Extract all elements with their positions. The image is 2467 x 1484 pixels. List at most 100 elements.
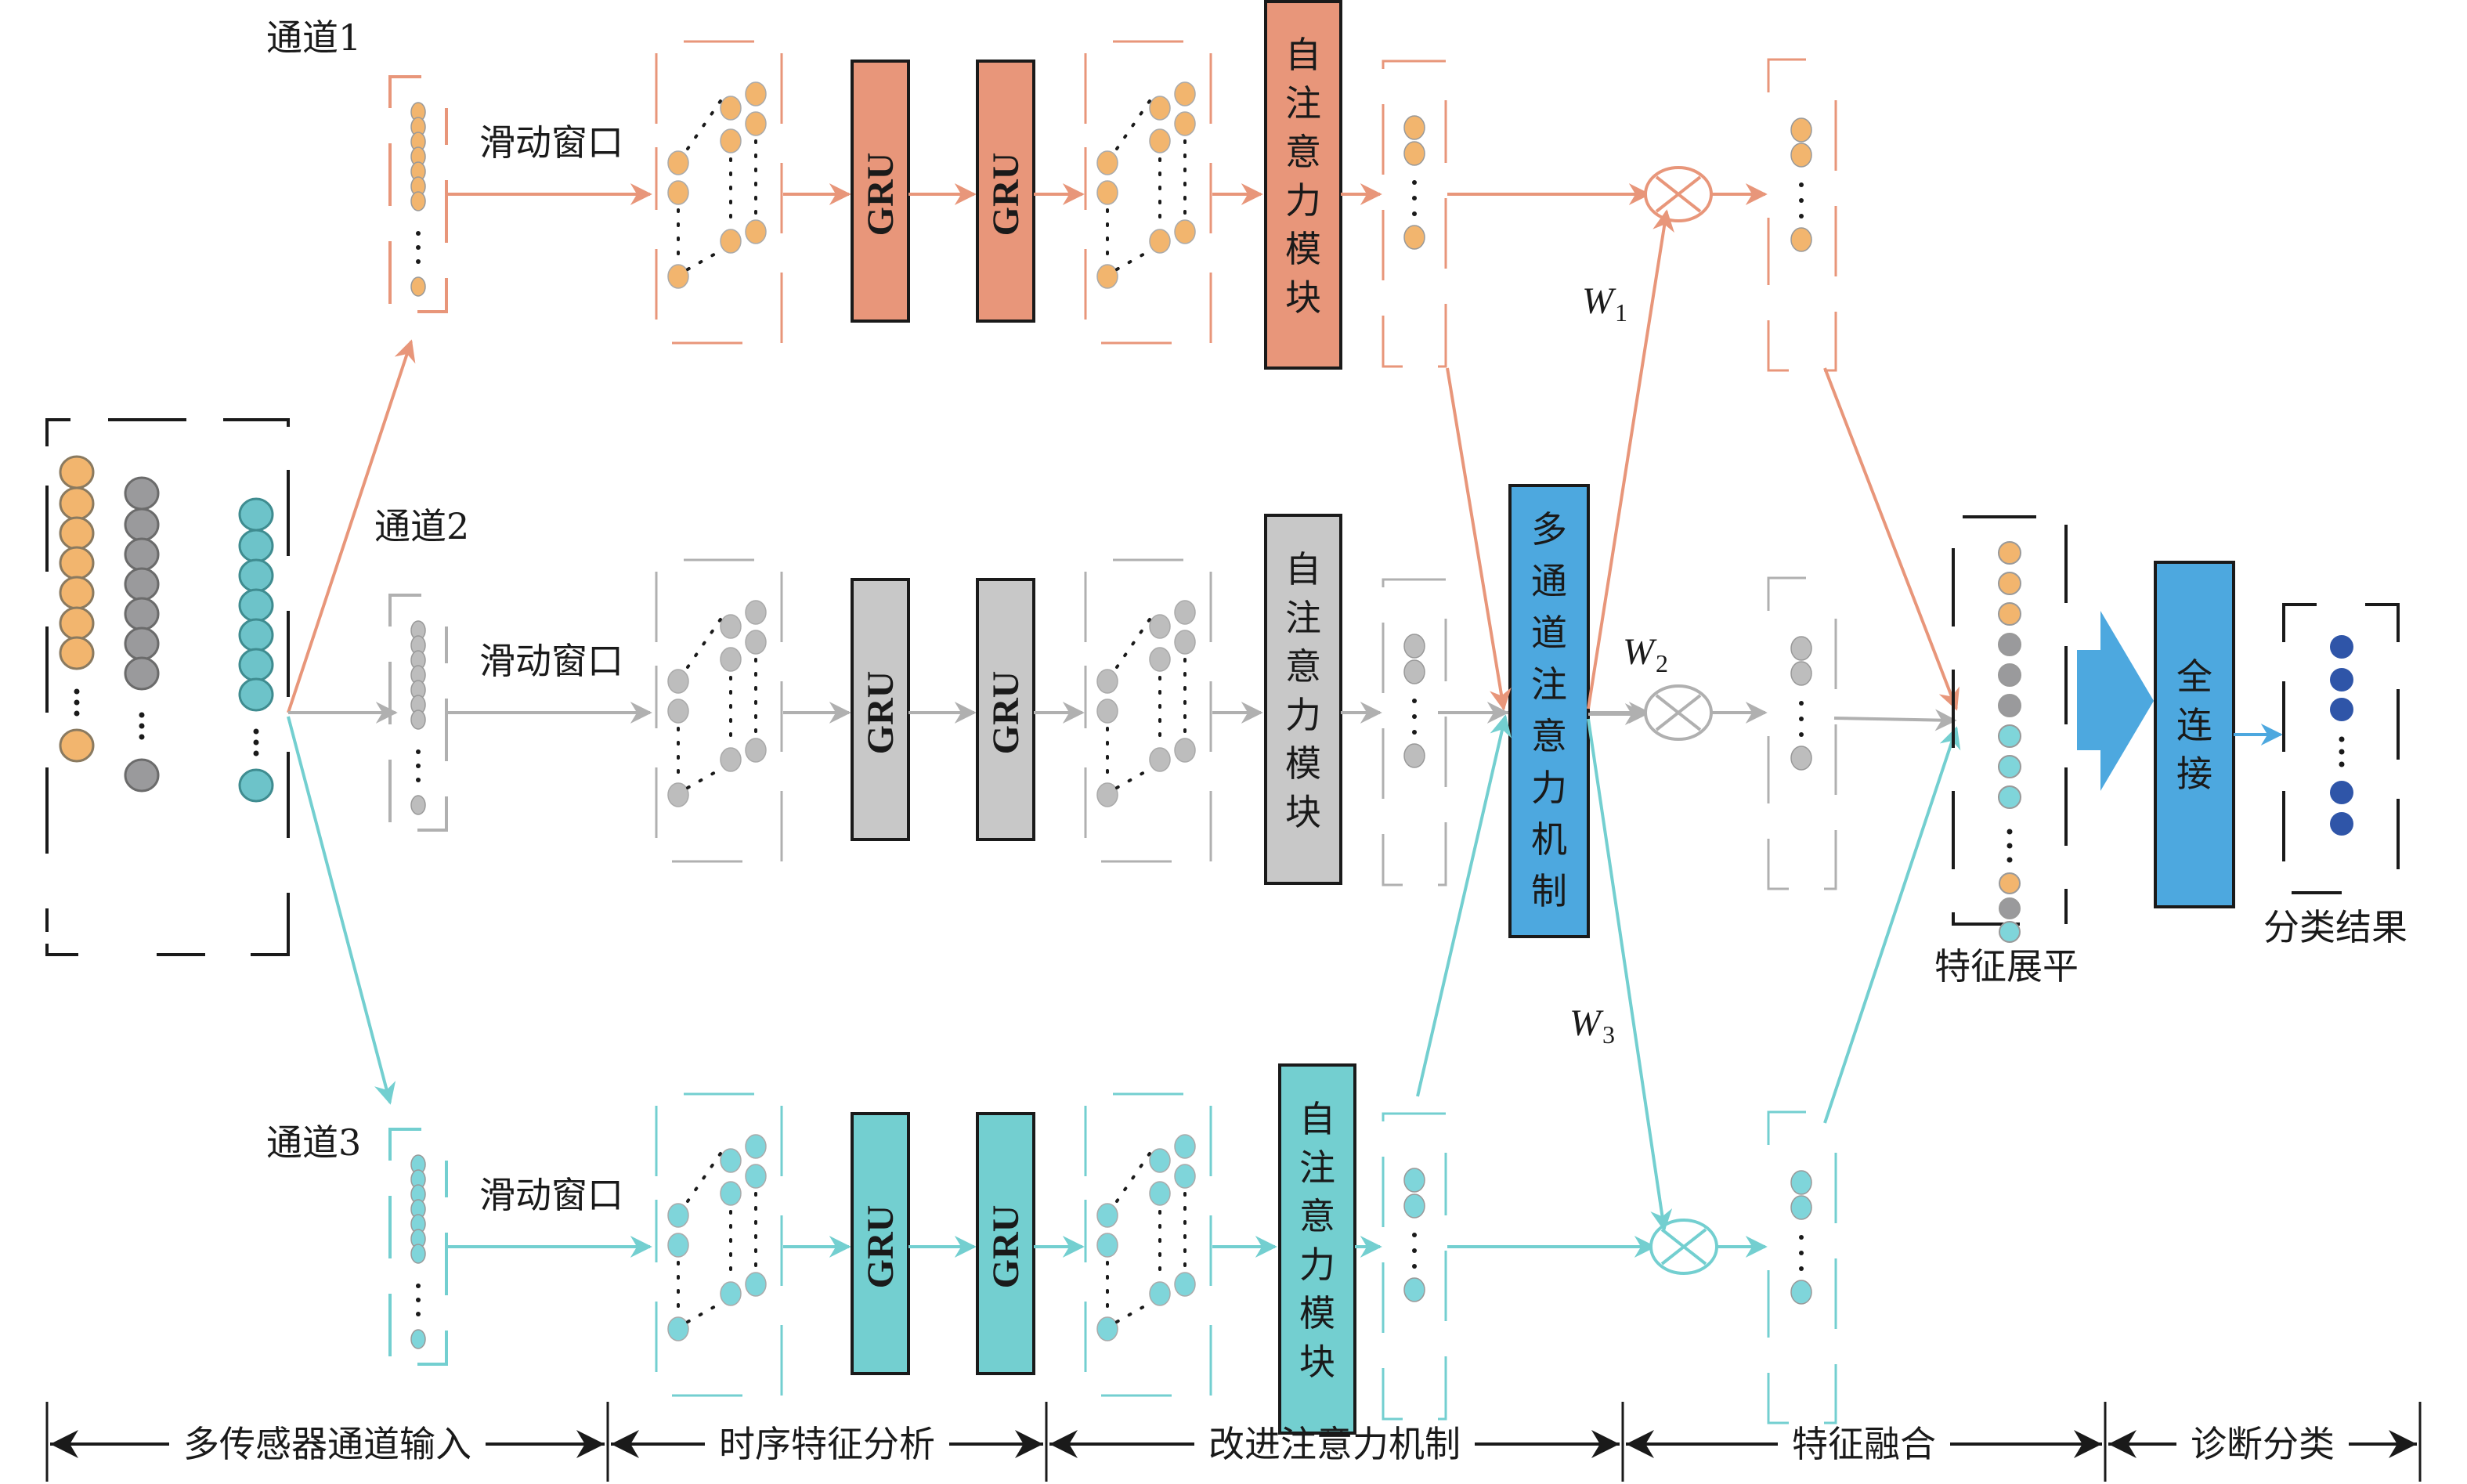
- output-node: [2330, 668, 2353, 691]
- fully-connected-label: 全连接: [2176, 655, 2212, 795]
- vector-bracket: [1382, 60, 1447, 368]
- flatten-node: [1998, 602, 2021, 626]
- ellipsis-dot: [416, 1284, 421, 1288]
- window-node: [720, 128, 742, 153]
- window-node: [667, 669, 689, 694]
- classification-output-block: 分类结果: [2263, 603, 2407, 948]
- window-node: [1149, 229, 1171, 254]
- vector-bracket: [1767, 1110, 1837, 1424]
- multi-sensor-input-block: [45, 418, 290, 956]
- window-node: [1096, 699, 1118, 724]
- stage-label: 时序特征分析: [719, 1423, 935, 1465]
- window-node: [1174, 1134, 1196, 1159]
- window-node: [745, 630, 767, 655]
- mca-char: 力: [1531, 767, 1567, 809]
- ellipsis-dot: [416, 245, 421, 250]
- input-node: [124, 656, 160, 691]
- vector-node: [1403, 659, 1425, 684]
- window-node: [720, 1181, 742, 1206]
- window-bracket: [655, 558, 783, 863]
- window-node: [667, 1233, 689, 1258]
- vector-bracket: [1767, 576, 1837, 890]
- self-attention-char: 意: [1285, 645, 1321, 688]
- dotted-connector: [686, 1147, 725, 1203]
- vector-node: [410, 1244, 426, 1264]
- mca-char: 多: [1531, 508, 1567, 551]
- ellipsis-dot: [253, 739, 259, 746]
- multiply-operator-icon: [1649, 1219, 1718, 1275]
- self-attention-char: 模: [1285, 742, 1321, 785]
- mca-char: 制: [1531, 870, 1567, 912]
- gru-layer-1: GRU: [851, 578, 910, 841]
- output-bracket: [2282, 603, 2400, 894]
- gru-label: GRU: [985, 1205, 1027, 1289]
- input-column-channel2: [124, 476, 160, 793]
- vector-node: [1790, 636, 1812, 661]
- window-node: [667, 1316, 689, 1341]
- self-attention-char: 自: [1299, 1098, 1335, 1140]
- gru-layer-1: GRU: [851, 1112, 910, 1375]
- vector-node: [410, 276, 426, 297]
- vector-bracket: [1767, 58, 1837, 372]
- window-node: [745, 1272, 767, 1297]
- window-node: [1149, 1181, 1171, 1206]
- input-node: [124, 597, 160, 631]
- attention-output-vector: [1382, 578, 1447, 886]
- gru-label: GRU: [860, 671, 901, 755]
- window-node: [720, 1148, 742, 1173]
- input-node: [124, 476, 160, 511]
- input-node: [59, 606, 95, 641]
- weight-w1-subscript: 1: [1615, 298, 1627, 327]
- window-node: [1149, 1281, 1171, 1306]
- ellipsis-dot: [1799, 198, 1804, 203]
- self-attention-char: 模: [1285, 228, 1321, 270]
- window-bracket: [655, 40, 783, 345]
- window-node: [1149, 1148, 1171, 1173]
- window-node: [1096, 1316, 1118, 1341]
- vector-node: [410, 795, 426, 815]
- flatten-node: [1998, 541, 2021, 565]
- ellipsis-dot: [1799, 732, 1804, 737]
- gru-box: [976, 60, 1035, 323]
- self-attention-char: 块: [1285, 791, 1321, 833]
- ellipsis-dot: [1799, 214, 1804, 218]
- window-node: [1174, 111, 1196, 136]
- dotted-connector: [1115, 1147, 1154, 1203]
- input-node: [59, 636, 95, 670]
- ellipsis-dot: [1412, 1264, 1417, 1269]
- stage-label: 改进注意力机制: [1208, 1423, 1461, 1465]
- window-node: [1096, 782, 1118, 807]
- self-attention-box: [1264, 514, 1342, 885]
- window-node: [667, 180, 689, 205]
- vector-node: [410, 710, 426, 730]
- ellipsis-dot: [139, 712, 145, 718]
- dotted-connector: [1115, 247, 1154, 271]
- weight-w3-subscript: 3: [1602, 1020, 1615, 1049]
- gru-box: [851, 578, 910, 841]
- channel-3-label: 通道3: [266, 1121, 361, 1164]
- ellipsis-dot: [416, 764, 421, 768]
- weight-w3-label: W 3: [1569, 1002, 1615, 1049]
- ellipsis-dot: [74, 699, 80, 706]
- weight-w1-symbol: W: [1582, 280, 1616, 322]
- gru-box: [851, 1112, 910, 1375]
- channel-input-bracket: [388, 1128, 448, 1366]
- dotted-connector: [686, 247, 725, 271]
- input-node: [59, 546, 95, 580]
- gru-output-matrix: [1084, 40, 1212, 345]
- ellipsis-dot: [1412, 1248, 1417, 1253]
- window-node: [667, 150, 689, 175]
- dotted-connector: [1115, 766, 1154, 789]
- fused3-to-flatten-line: [1823, 726, 1961, 1124]
- flatten-node: [1999, 897, 2021, 919]
- ellipsis-dot: [1412, 1233, 1417, 1237]
- weighted-feature-vector: [1767, 58, 1837, 372]
- window-node: [720, 747, 742, 772]
- sliding-window-label: 滑动窗口: [479, 640, 623, 682]
- vector-node: [410, 191, 426, 211]
- gru-layer-2: GRU: [976, 1112, 1035, 1375]
- input-node: [59, 486, 95, 521]
